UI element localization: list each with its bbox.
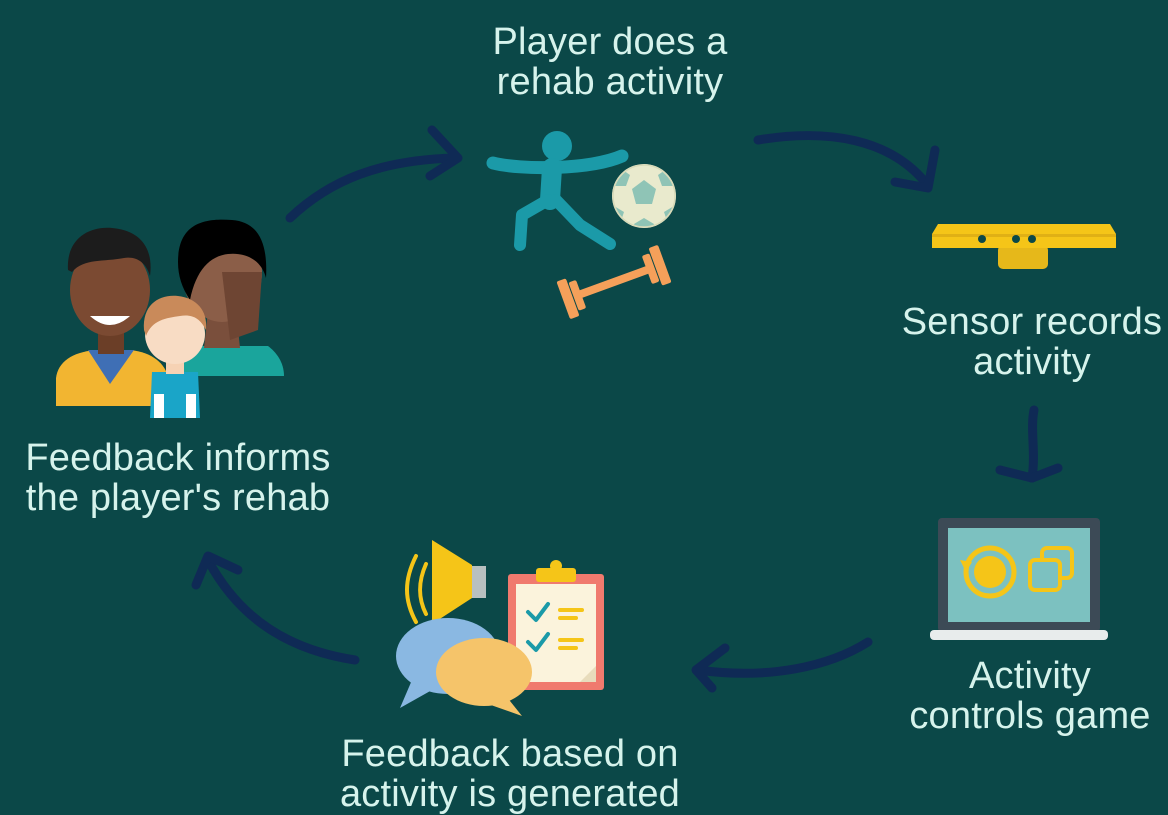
step-label-feedback-informs: Feedback informs the player's rehab [8, 438, 348, 518]
step-label-controls-game: Activity controls game [895, 656, 1165, 736]
exercising-person-icon [486, 131, 629, 251]
family-icon [56, 219, 284, 418]
speaker-icon [405, 540, 486, 624]
step-label-rehab-activity: Player does a rehab activity [440, 22, 780, 102]
dumbbell-icon [556, 245, 672, 319]
motion-sensor-icon [932, 224, 1116, 269]
cycle-arrows [191, 125, 1063, 693]
arrow-rehab-to-sensor [753, 131, 940, 193]
arrow-sensor-to-game [995, 405, 1063, 483]
step-label-line: Feedback based on [341, 733, 679, 775]
step-label-line: controls game [909, 695, 1151, 737]
step-label-line: Activity [969, 655, 1091, 697]
arrow-game-to-feedback [691, 637, 873, 693]
arrow-feedback-to-informs [191, 551, 360, 665]
step-label-line: activity is generated [339, 773, 681, 815]
step-label-sensor-records: Sensor records activity [892, 302, 1168, 382]
arrow-informs-to-rehab [285, 125, 463, 223]
step-label-line: rehab activity [496, 61, 724, 103]
laptop-game-icon [930, 518, 1108, 640]
step-label-feedback-generated: Feedback based on activity is generated [320, 734, 700, 814]
clipboard-icon [508, 560, 604, 690]
step-label-line: the player's rehab [25, 477, 331, 519]
speech-bubbles-icon [396, 618, 532, 716]
step-label-line: Sensor records [901, 301, 1163, 343]
step-label-line: activity [973, 341, 1091, 383]
soccer-ball-icon [612, 164, 676, 228]
step-label-line: Player does a [492, 21, 728, 63]
step-label-line: Feedback informs [25, 437, 331, 479]
